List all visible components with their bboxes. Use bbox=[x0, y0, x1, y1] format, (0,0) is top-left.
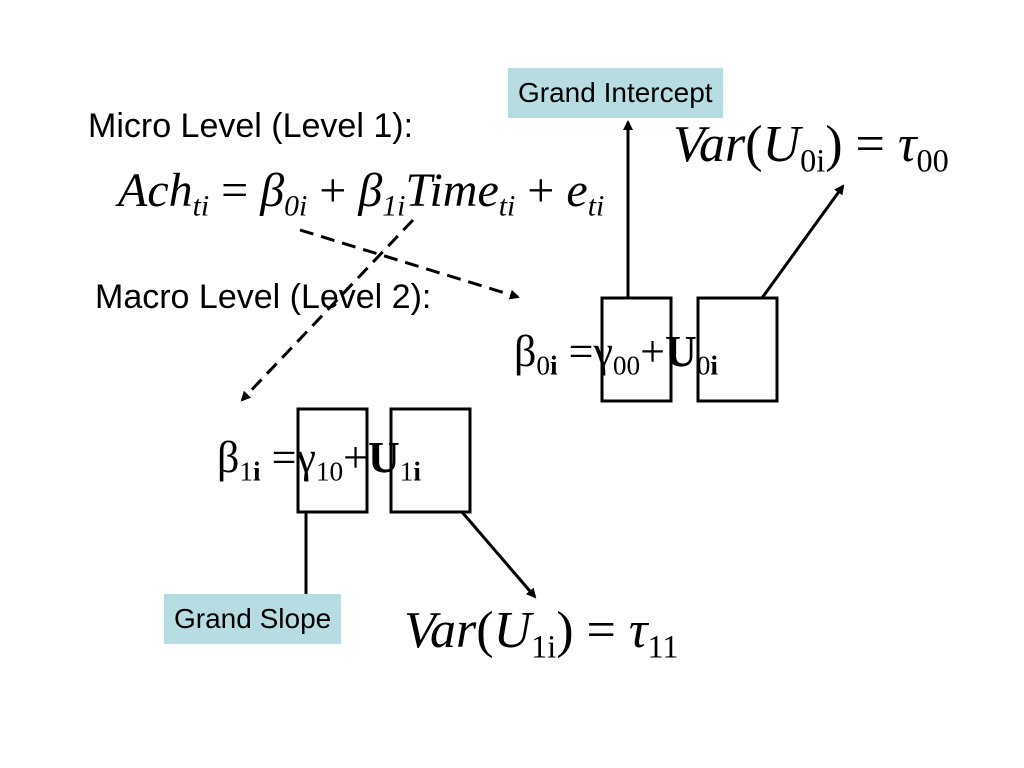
beta-symbol: β bbox=[217, 433, 240, 482]
time-term: Time bbox=[405, 164, 499, 217]
arrow-to-var-u0 bbox=[760, 184, 845, 299]
open-paren: ( bbox=[476, 602, 494, 659]
tau-subscript: 11 bbox=[647, 628, 679, 665]
beta-symbol: β bbox=[514, 327, 537, 376]
plus-sign: + bbox=[343, 433, 368, 482]
u0i-box bbox=[696, 296, 779, 403]
plus-sign: + bbox=[527, 164, 555, 217]
equals-sign: = bbox=[221, 164, 249, 217]
error-subscript: ti bbox=[587, 189, 605, 223]
beta1-equation: β1i =γ10+U1i bbox=[217, 433, 421, 497]
equals-sign: = bbox=[271, 433, 297, 482]
plus-sign: + bbox=[640, 327, 665, 376]
ach-subscript: ti bbox=[192, 189, 210, 223]
arrow-to-var-u1 bbox=[460, 511, 537, 599]
beta1-symbol: β bbox=[358, 164, 383, 217]
u1i-box bbox=[389, 407, 472, 514]
gamma00-box bbox=[600, 296, 673, 403]
equals-sign: = bbox=[855, 116, 885, 173]
u-subscript: 1i bbox=[531, 628, 557, 665]
tau-symbol: τ bbox=[897, 116, 917, 173]
beta0-symbol: β bbox=[260, 164, 285, 217]
macro-level-heading: Macro Level (Level 2): bbox=[95, 278, 432, 316]
close-paren: ) bbox=[556, 602, 574, 659]
beta0-subscript: 0i bbox=[284, 189, 308, 223]
u-symbol: U bbox=[367, 433, 400, 482]
u-subscript: 0i bbox=[696, 350, 718, 381]
u-symbol: U bbox=[762, 116, 801, 173]
variance-u0-equation: Var(U0i) = τ00 bbox=[673, 116, 949, 189]
beta-subscript: 1i bbox=[239, 456, 261, 487]
open-paren: ( bbox=[745, 116, 763, 173]
tau-symbol: τ bbox=[628, 602, 648, 659]
var-term: Var bbox=[673, 116, 746, 173]
u-symbol: U bbox=[493, 602, 532, 659]
time-subscript: ti bbox=[498, 189, 516, 223]
beta-subscript: 0i bbox=[536, 350, 558, 381]
gamma-subscript: 00 bbox=[612, 350, 641, 381]
dashed-arrow-beta0 bbox=[299, 228, 520, 300]
error-term: e bbox=[566, 164, 588, 217]
equals-sign: = bbox=[568, 327, 594, 376]
equals-sign: = bbox=[586, 602, 616, 659]
variance-u1-equation: Var(U1i) = τ11 bbox=[404, 602, 679, 675]
ach-term: Ach bbox=[118, 164, 193, 217]
dashed-arrow-beta1 bbox=[240, 218, 415, 402]
plus-sign: + bbox=[319, 164, 347, 217]
gamma-symbol: γ bbox=[296, 433, 316, 482]
close-paren: ) bbox=[825, 116, 843, 173]
micro-level-equation: Achti = β0i + β1iTimeti + eti bbox=[118, 164, 604, 234]
u-subscript: 0i bbox=[800, 142, 826, 179]
u-subscript: 1i bbox=[399, 456, 421, 487]
beta1-subscript: 1i bbox=[382, 189, 406, 223]
grand-slope-label: Grand Slope bbox=[164, 594, 342, 644]
tau-subscript: 00 bbox=[916, 142, 949, 179]
gamma-subscript: 10 bbox=[315, 456, 344, 487]
grand-intercept-label: Grand Intercept bbox=[508, 68, 723, 118]
gamma10-box bbox=[296, 407, 369, 514]
var-term: Var bbox=[404, 602, 477, 659]
micro-level-heading: Micro Level (Level 1): bbox=[88, 107, 414, 145]
